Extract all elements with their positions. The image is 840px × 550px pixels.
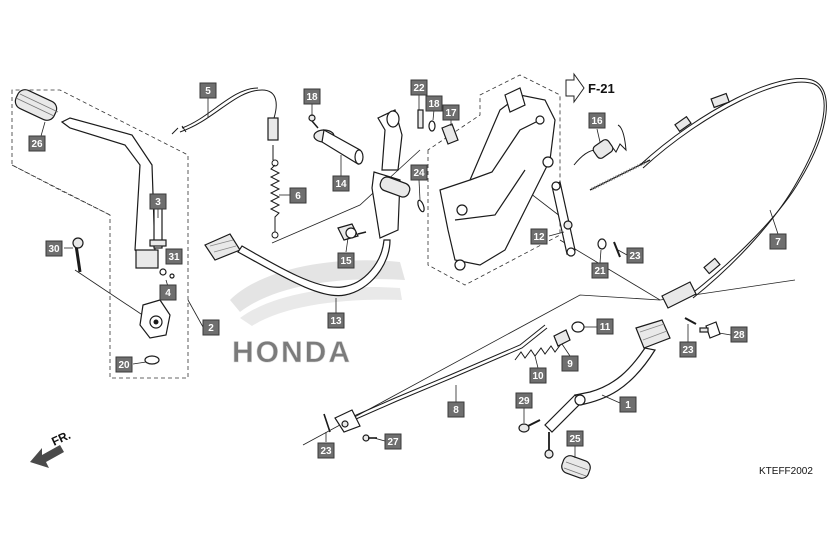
ref-label: F-21	[588, 81, 615, 96]
callout-18b: 18	[425, 95, 443, 112]
brake-pedal-1	[544, 319, 671, 459]
return-spring-6	[269, 159, 281, 239]
pedal-rubber-25	[561, 455, 591, 479]
callout-9: 9	[561, 355, 579, 372]
callout-29-text: 29	[518, 396, 530, 407]
callout-8: 8	[447, 401, 465, 418]
callout-27-text: 27	[387, 437, 399, 448]
callout-23c-text: 23	[320, 446, 332, 457]
shift-arm	[72, 207, 175, 365]
callout-9-text: 9	[567, 359, 573, 370]
callout-26: 26	[28, 135, 46, 152]
spring-16	[573, 124, 627, 166]
callout-5: 5	[199, 82, 217, 99]
front-direction-arrow: FR.	[30, 428, 73, 468]
callout-3: 3	[149, 193, 167, 210]
callout-29: 29	[515, 392, 533, 409]
callout-4-text: 4	[165, 288, 171, 299]
callout-23b-text: 23	[682, 345, 694, 356]
callout-28: 28	[730, 326, 748, 343]
callout-1: 1	[619, 396, 637, 413]
callout-1-text: 1	[625, 400, 631, 411]
callout-14-text: 14	[335, 179, 347, 190]
ref-arrow: F-21	[565, 72, 615, 104]
callout-28-text: 28	[733, 330, 745, 341]
callout-21: 21	[591, 262, 609, 279]
callout-30: 30	[45, 240, 63, 257]
callout-3-text: 3	[155, 197, 161, 208]
callout-22: 22	[410, 79, 428, 96]
callout-6-text: 6	[295, 191, 301, 202]
callout-23b: 23	[679, 341, 697, 358]
callout-14: 14	[332, 175, 350, 192]
callout-21-text: 21	[594, 266, 606, 277]
callout-10-text: 10	[532, 371, 544, 382]
brake-rod-8	[323, 324, 548, 442]
callout-8-text: 8	[453, 405, 459, 416]
front-label: FR.	[49, 428, 72, 449]
callout-7: 7	[769, 233, 787, 250]
brake-pedal-13	[204, 109, 411, 297]
callout-31-text: 31	[168, 252, 180, 263]
switch-cable	[171, 87, 279, 160]
callout-20-text: 20	[118, 360, 130, 371]
callout-11: 11	[596, 318, 614, 335]
callout-4: 4	[159, 284, 177, 301]
callout-7-text: 7	[775, 237, 781, 248]
callout-23a: 23	[626, 247, 644, 264]
callout-20: 20	[115, 356, 133, 373]
leader-lines	[40, 95, 779, 458]
honda-watermark: HONDA	[230, 260, 405, 369]
callout-15: 15	[337, 252, 355, 269]
callout-5-text: 5	[205, 86, 211, 97]
nut-9-collar-11	[553, 321, 585, 347]
callout-25-text: 25	[569, 434, 581, 445]
main-bracket	[439, 87, 556, 271]
bolt-29	[518, 419, 541, 433]
callout-27: 27	[384, 433, 402, 450]
pin-and-joint	[684, 317, 721, 339]
brake-arm-12	[551, 181, 621, 258]
callout-24: 24	[410, 164, 428, 181]
callout-17-text: 17	[445, 108, 457, 119]
callout-16: 16	[588, 112, 606, 129]
callout-30-text: 30	[48, 244, 60, 255]
callout-13-text: 13	[330, 316, 342, 327]
brake-cable-7	[639, 78, 827, 309]
callout-11-text: 11	[600, 322, 611, 333]
honda-watermark-text: HONDA	[232, 336, 352, 369]
callout-12-text: 12	[533, 232, 545, 243]
callout-15-text: 15	[340, 256, 352, 267]
pivot-small-parts	[417, 109, 459, 213]
callout-2: 2	[202, 319, 220, 336]
bushing-15	[337, 223, 367, 241]
callout-31: 31	[165, 248, 183, 265]
callout-6: 6	[289, 187, 307, 204]
callout-12: 12	[530, 228, 548, 245]
callout-25: 25	[566, 430, 584, 447]
callout-18b-text: 18	[428, 99, 440, 110]
callout-26-text: 26	[31, 139, 43, 150]
callout-23a-text: 23	[629, 251, 641, 262]
callout-16-text: 16	[591, 116, 603, 127]
diagram-code: KTEFF2002	[759, 466, 813, 477]
callout-17: 17	[442, 104, 460, 121]
pivot-shaft-14	[308, 114, 364, 165]
callout-24-text: 24	[413, 168, 425, 179]
callout-18a: 18	[303, 88, 321, 105]
rod-spring-10	[514, 343, 562, 361]
callout-22-text: 22	[413, 83, 425, 94]
callout-2-text: 2	[208, 323, 214, 334]
callout-10: 10	[529, 367, 547, 384]
callout-18a-text: 18	[306, 92, 318, 103]
callout-13: 13	[327, 312, 345, 329]
gearshift-lever	[14, 89, 159, 269]
callout-23c: 23	[317, 442, 335, 459]
